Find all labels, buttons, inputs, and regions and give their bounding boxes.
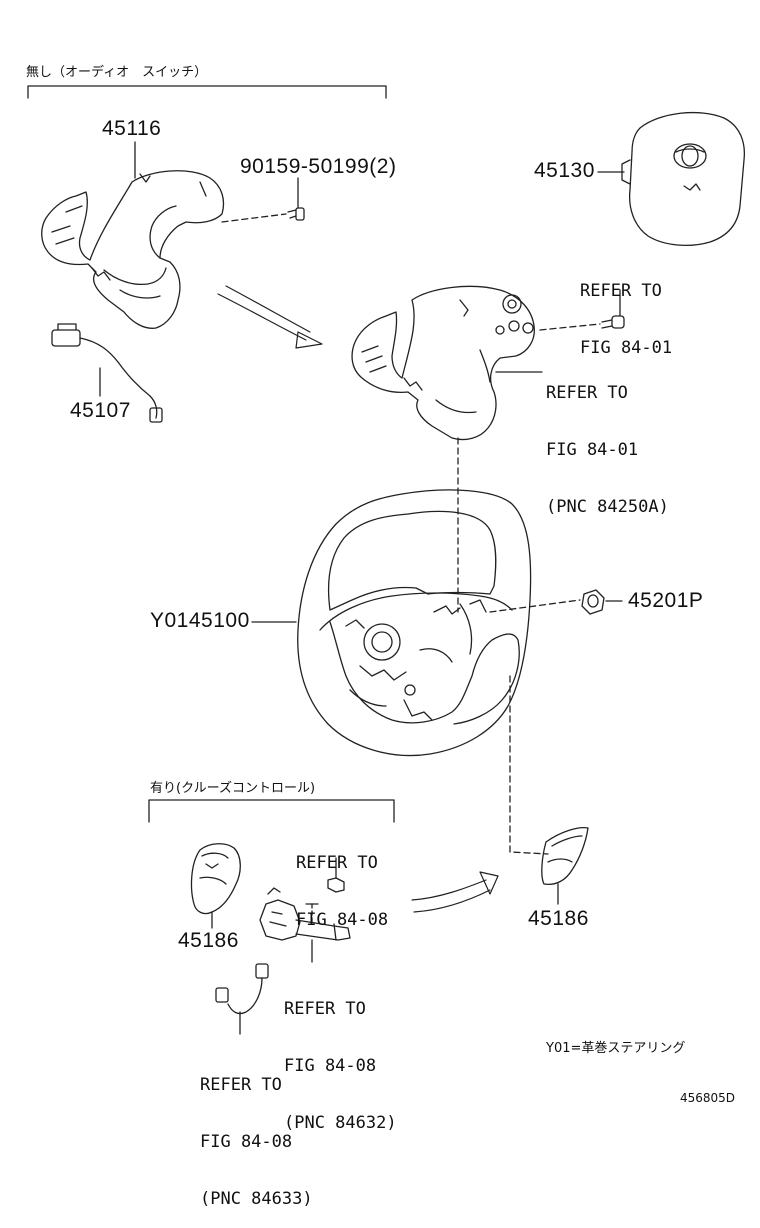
ref-line: FIG 84-01 [546, 440, 639, 460]
part-number-45116: 45116 [102, 117, 162, 140]
assembly-arrow-bottom [411, 871, 499, 913]
wire-84633-drawing [215, 963, 269, 1015]
pad-cover-45116-drawing [41, 170, 225, 329]
header-with-cruise-control: 有り(クルーズコントロール) [150, 781, 316, 796]
ref-line: REFER TO [200, 1075, 282, 1095]
nut-45201p-drawing [581, 589, 605, 615]
part-number-y0145100: Y0145100 [150, 609, 250, 632]
dashed-nut-to-wheel [489, 599, 581, 613]
ref-line: REFER TO [296, 853, 378, 873]
ref-line: FIG 84-08 [200, 1132, 293, 1152]
screw-ref-84-01-drawing [539, 289, 625, 331]
ref-line: FIG 84-08 [296, 910, 389, 930]
ref-line: REFER TO [284, 999, 366, 1019]
cruise-control-switch-drawing [259, 887, 351, 941]
screw-ref-84-08-drawing [327, 857, 345, 893]
dashed-cover-to-wheel [509, 675, 549, 855]
bracket-with-cruise-control [148, 799, 395, 823]
ref-line: FIG 84-01 [580, 338, 673, 358]
ref-line: REFER TO [580, 281, 662, 301]
lower-cover-45186-left-drawing [190, 843, 241, 915]
assembly-arrow-top [217, 285, 323, 349]
bracket-no-audio-switch [27, 85, 387, 99]
refer-fig-84-08-pnc-84633: REFER TO FIG 84-08 (PNC 84633) [200, 1038, 313, 1228]
pad-cover-with-switches-drawing [351, 285, 535, 441]
part-number-45107: 45107 [70, 399, 131, 422]
refer-fig-84-08-top: REFER TO FIG 84-08 [296, 816, 388, 949]
steering-wheel-y0145100-drawing [297, 489, 532, 757]
part-number-90159-50199: 90159-50199(2) [240, 155, 397, 178]
ref-line: FIG 84-08 [284, 1056, 377, 1076]
lower-cover-45186-right-drawing [541, 826, 589, 886]
refer-fig-84-01-pnc-84250a: REFER TO FIG 84-01 (PNC 84250A) [546, 346, 669, 536]
footnote-y01: Y01=革巻ステアリング [546, 1041, 686, 1056]
parts-diagram-artwork [27, 85, 746, 1035]
ref-line: (PNC 84633) [200, 1189, 313, 1209]
airbag-45130-drawing [621, 111, 746, 246]
ref-line: (PNC 84250A) [546, 497, 669, 517]
part-number-45130: 45130 [534, 159, 595, 182]
part-number-45186-left: 45186 [178, 929, 239, 952]
part-number-45201p: 45201P [628, 589, 704, 612]
wire-45107-drawing [51, 323, 163, 423]
figure-code: 456805D [680, 1091, 736, 1105]
part-number-45186-right: 45186 [528, 907, 589, 930]
screw-90159-drawing [221, 207, 305, 223]
header-no-audio-switch: 無し（オーディオ スイッチ） [26, 65, 208, 80]
ref-line: REFER TO [546, 383, 628, 403]
refer-fig-84-01-top: REFER TO FIG 84-01 [580, 244, 672, 377]
